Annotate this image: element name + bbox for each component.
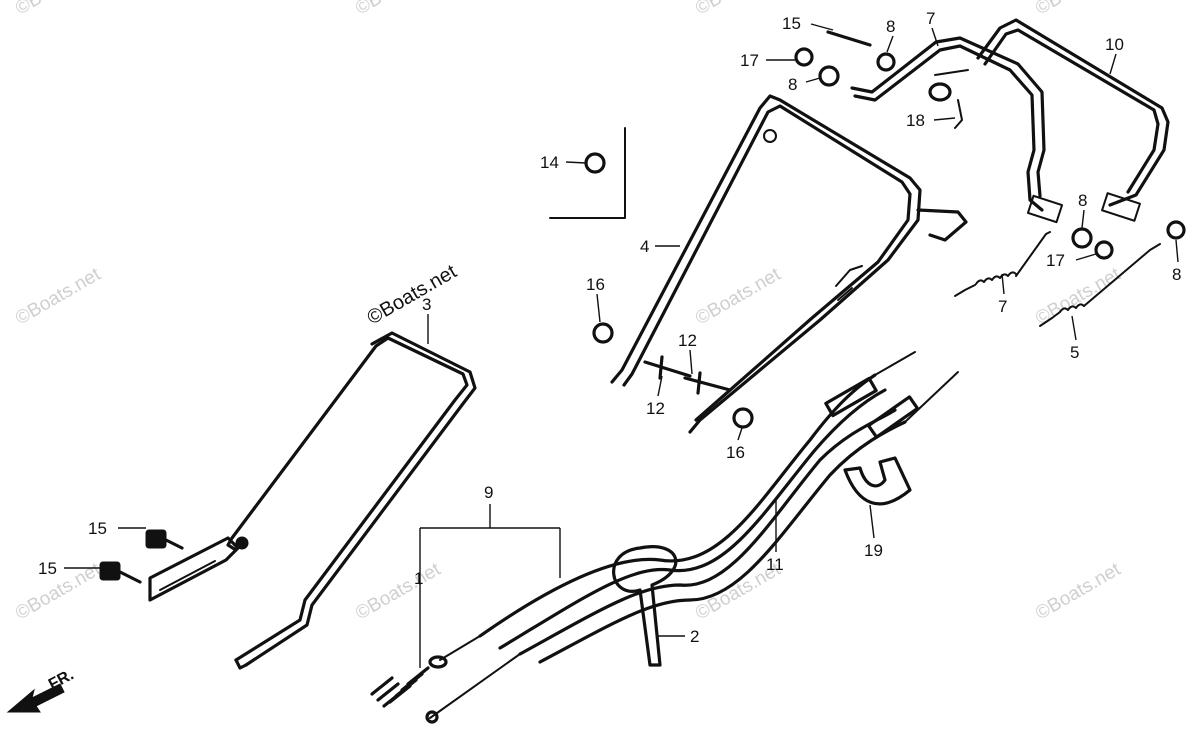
- watermark: ©Boats.net: [1032, 0, 1125, 19]
- front-direction-indicator: FR.: [6, 666, 77, 713]
- callout-9: 9: [484, 483, 493, 502]
- cable-clip-part-19: [843, 456, 912, 506]
- bolts-part-12: [643, 355, 732, 395]
- bolts-part-15: [99, 529, 184, 584]
- callout-15: 15: [38, 559, 57, 578]
- callout-3: 3: [422, 295, 431, 314]
- lower-handle-part-3: [148, 331, 477, 670]
- callout-16: 16: [726, 443, 745, 462]
- watermark-group: ©Boats.net ©Boats.net ©Boats.net ©Boats.…: [12, 0, 1125, 624]
- band-clamp-part-2: [612, 545, 678, 667]
- callout-4: 4: [640, 237, 649, 256]
- callout-14: 14: [540, 153, 559, 172]
- callout-8: 8: [886, 17, 895, 36]
- callout-8: 8: [1078, 191, 1087, 210]
- callout-labels: 15 8 7 10 17 8 18 14 4 8 17 8 7 5 16 12 …: [38, 9, 1181, 646]
- callout-8: 8: [1172, 265, 1181, 284]
- upper-handle-part-4: [610, 94, 968, 434]
- callout-10: 11: [766, 555, 784, 574]
- callout-15: 15: [88, 519, 107, 538]
- inset-bracket-part-14: [549, 127, 626, 219]
- watermark: ©Boats.net: [352, 559, 445, 625]
- callout-17: 17: [740, 51, 759, 70]
- callout-18: 18: [906, 111, 925, 130]
- callout-13: 15: [782, 14, 801, 33]
- callout-12: 12: [678, 331, 697, 350]
- front-arrow-icon: [6, 683, 65, 713]
- springs-part-5-7: [954, 231, 1161, 327]
- callout-16: 16: [586, 275, 605, 294]
- watermark: ©Boats.net: [12, 264, 105, 330]
- callout-2: 2: [690, 627, 699, 646]
- callout-7: 7: [998, 297, 1007, 316]
- small-parts: [584, 30, 1186, 429]
- callout-8: 8: [788, 75, 797, 94]
- callout-17: 17: [1046, 251, 1065, 270]
- leader-lines: [64, 23, 1179, 668]
- watermark: ©Boats.net: [352, 0, 445, 19]
- control-levers-part-6-11: [850, 18, 1170, 224]
- callout-11: 10: [1105, 35, 1124, 54]
- watermark: ©Boats.net: [692, 264, 785, 330]
- callout-6: 7: [926, 9, 935, 28]
- watermark: ©Boats.net: [692, 0, 785, 19]
- watermark-dark: ©Boats.net: [364, 260, 461, 329]
- callout-19: 19: [864, 541, 883, 560]
- watermark: ©Boats.net: [12, 0, 105, 19]
- cables-part-9-10: [370, 351, 959, 724]
- callout-5: 5: [1070, 343, 1079, 362]
- watermark: ©Boats.net: [1032, 559, 1125, 625]
- callout-12: 12: [646, 399, 665, 418]
- watermark: ©Boats.net: [1032, 264, 1125, 330]
- callout-1: 1: [414, 569, 423, 588]
